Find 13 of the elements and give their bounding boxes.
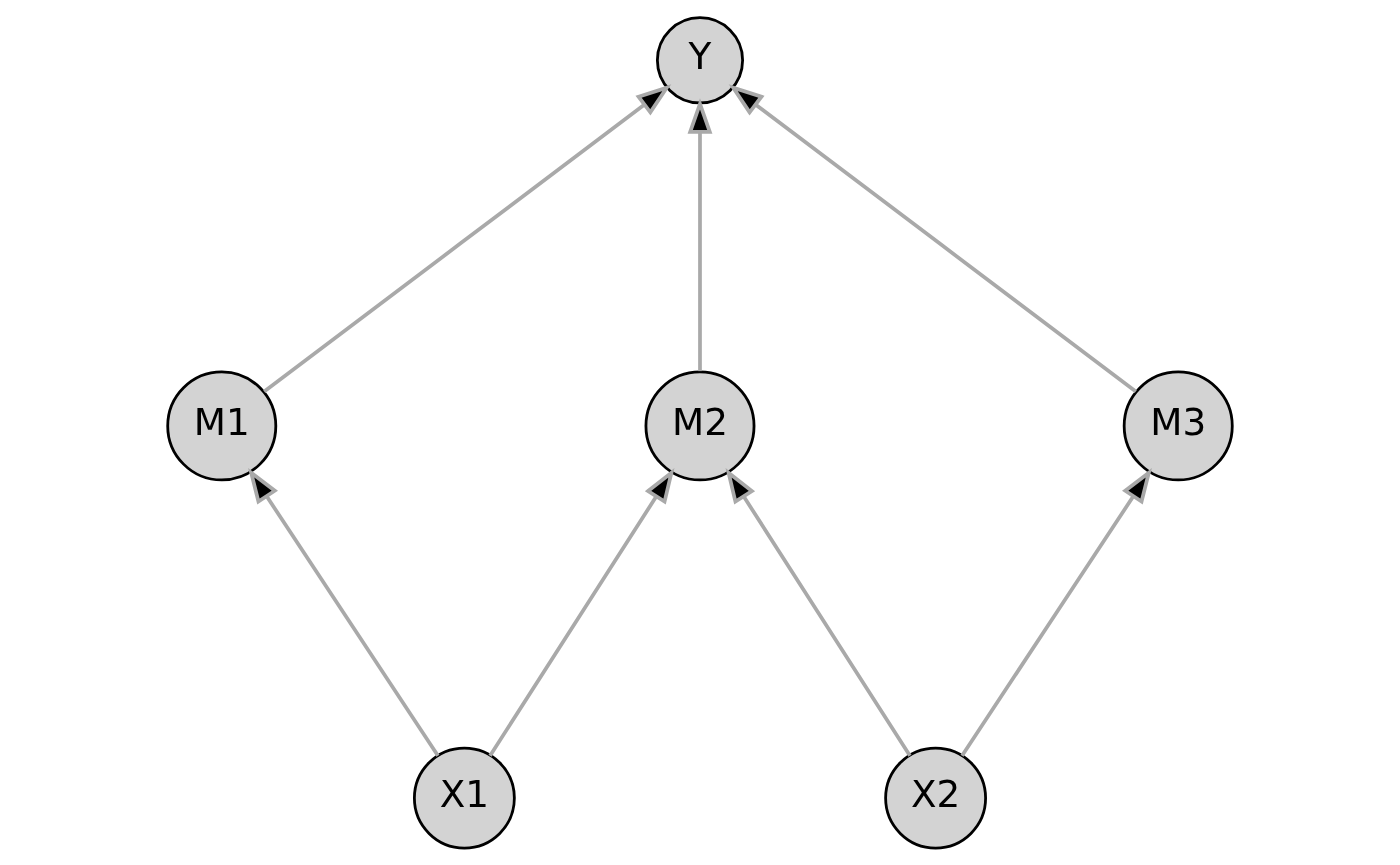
arrow [488, 468, 675, 757]
arrow [263, 84, 672, 394]
arrow [248, 468, 440, 757]
node-circle: M1 [166, 370, 278, 482]
arrow [725, 468, 912, 757]
node-circle: X1 [413, 746, 516, 850]
arrow [960, 468, 1152, 757]
node-circle: Y [655, 16, 744, 105]
arrow [728, 84, 1137, 394]
node-circle: M2 [644, 370, 756, 482]
node-circle: M3 [1122, 370, 1234, 482]
arrow [687, 98, 713, 372]
node-circle: X2 [884, 746, 987, 850]
